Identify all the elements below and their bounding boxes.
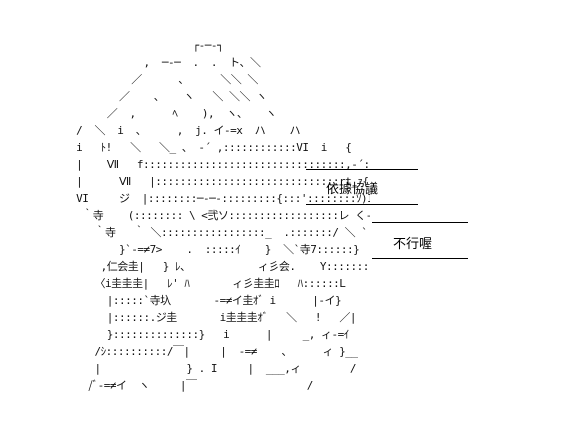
art-line: , ─-─ . . ト、＼ [70,56,261,69]
art-line: ／ ､ ＼＼ ＼ [70,73,258,86]
art-line: ｀寺 (:::::::: \ <弐ソ::::::::::::::::::レ く-… [70,209,370,222]
art-line: ┌-─-┐ [70,39,224,52]
art-line: /ﾞ-=≠イ ヽ |￣ / | [70,379,370,392]
art-line: }::::::::::::::} i | _, ィ-=ｲ リ 1 [70,328,370,341]
art-line: ／ ､ ヽ ＼ ＼＼ ヽ [70,90,267,103]
ascii-art: ┌-─-┐ , ─-─ . . ト、＼ ／ ､ ＼＼ ＼ ／ ､ ヽ ＼ ＼＼ … [70,38,370,418]
caption-bottom-rule [372,258,468,259]
art-line: VI ジ |::::::::─-─-:::::::::{:::'::::::::… [70,192,370,205]
art-line: ｀寺 ｀ ＼:::::::::::::::::_ .:::::::/ ＼ ` ≫… [94,226,368,239]
art-line: ／ , ﾍ ), ヽ、 ヽ [70,107,277,120]
art-line: |::::::.ジ圭 i圭圭圭ｵﾞ ＼ ! ／| [70,311,357,324]
art-line: i ﾄ! ＼ ＼_ 、 -´ ,::::::::::::VI i { [70,141,352,154]
art-line: | } . I | ___,ィ / ｌ | [94,362,370,375]
art-line: /ｼ::::::::::/￣| | -=≠ 、 ィ }__ | [70,345,370,358]
art-line: ,仁会圭| } ﾚ、 ィ彡会. Y:::::::| [70,260,370,273]
caption-refusal-text: 不行喔 [393,237,433,252]
art-line: }`-=≠7> . :::::ｲ } ＼`寺7::::::} [70,243,360,256]
art-line: | Ⅶ |::::::::::::::::::::::::::::::rt_ｧ{… [76,175,370,188]
art-line: 〈i圭圭圭| ﾚ' ﾊ ィ彡圭圭ﾛ ﾊ::::::L [70,277,346,290]
art-line: | Ⅶ f:::::::::::::::::::::::::::::::::,-… [76,158,370,171]
caption-agreement-text: 依據協議 [326,182,379,197]
art-line: / ＼ i 、 , j. イ-=x ハ ハ [70,124,301,137]
caption-top-rule [372,222,468,223]
caption-top-rule [306,169,418,170]
art-line: |:::::`寺圦 -=≠イ圭ｵﾞ i |-イ} [70,294,342,307]
caption-bottom-rule [306,204,418,205]
